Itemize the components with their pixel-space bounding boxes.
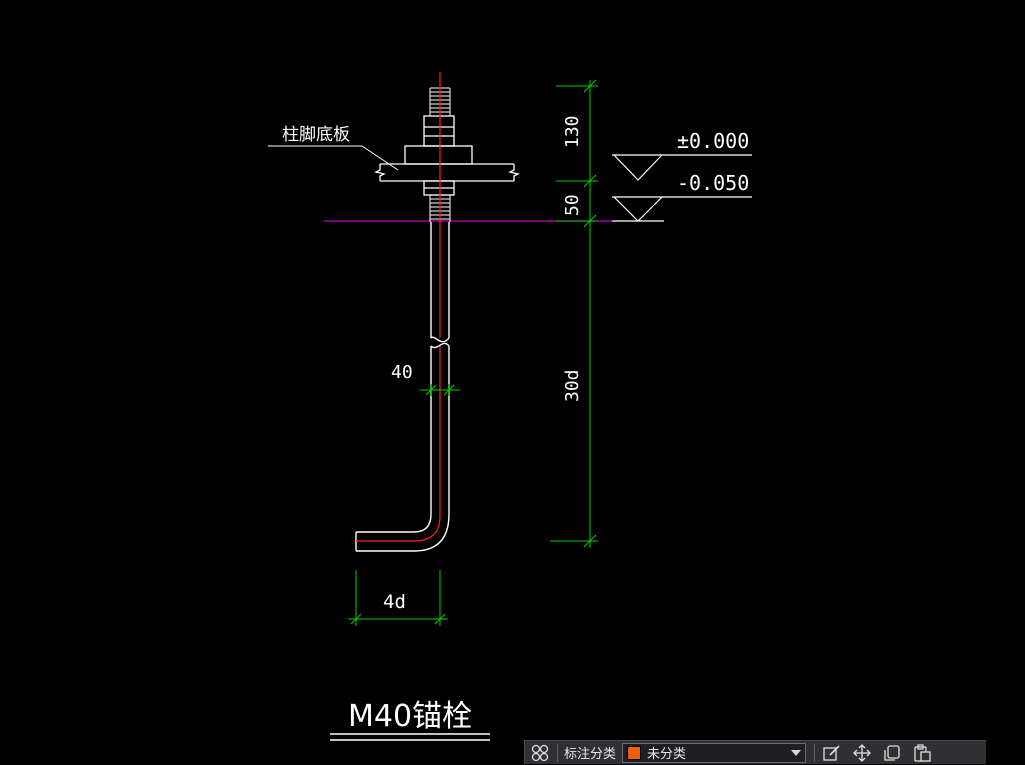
elevation-1-text: ±0.000 <box>677 129 749 153</box>
elevation-2-text: -0.050 <box>677 171 749 195</box>
base-plate <box>374 115 520 196</box>
category-label: 标注分类 <box>564 747 617 762</box>
category-select[interactable]: 未分类 <box>622 742 807 763</box>
dim-hook-text: 4d <box>383 591 406 613</box>
elevation-symbols <box>612 154 752 222</box>
bolt-shaft <box>355 222 450 552</box>
category-color-swatch <box>627 745 642 760</box>
dim-dia-text: 40 <box>391 362 413 383</box>
bolt-centerline <box>356 72 441 542</box>
dim-top-text: 130 <box>562 115 583 148</box>
title-underline <box>330 733 490 741</box>
dim-long-text: 30d <box>562 369 583 402</box>
drawing-title: M40锚栓 <box>348 699 472 734</box>
dim-mid-text: 50 <box>562 194 583 216</box>
category-select-value: 未分类 <box>647 747 687 762</box>
dimension-toolbar: 标注分类 未分类 <box>524 740 986 764</box>
plate-label: 柱脚底板 <box>282 125 350 145</box>
dimension-diameter <box>420 384 460 396</box>
dimension-category-icon[interactable] <box>525 741 555 765</box>
copy-icon[interactable] <box>877 741 907 765</box>
chevron-down-icon <box>791 749 802 756</box>
paste-icon[interactable] <box>907 741 937 765</box>
move-icon[interactable] <box>847 741 877 765</box>
toolbar-separator <box>557 743 558 762</box>
plate-leader <box>268 145 399 171</box>
edit-icon[interactable] <box>817 741 847 765</box>
dimension-hook <box>348 570 448 626</box>
dimension-vertical <box>550 79 598 548</box>
toolbar-separator <box>814 743 816 762</box>
